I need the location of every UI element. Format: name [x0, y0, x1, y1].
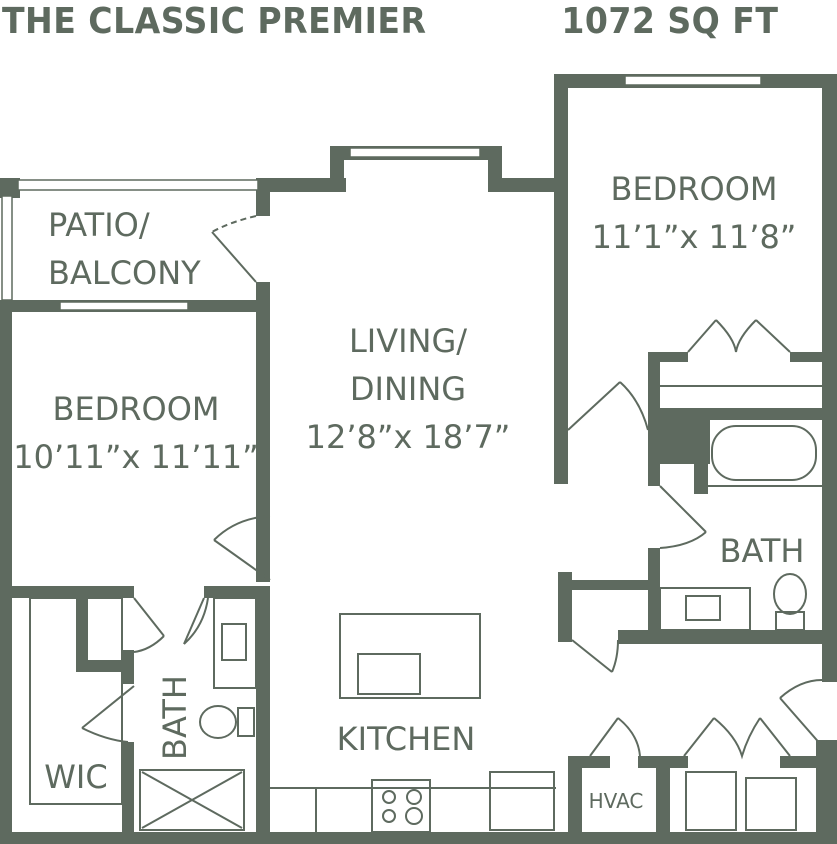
bath-right-label: BATH — [720, 532, 805, 570]
patio-label-line2: BALCONY — [48, 254, 201, 292]
fixtures — [29, 385, 822, 833]
square-footage: 1072 SQ FT — [561, 1, 779, 42]
plan-name: THE CLASSIC PREMIER — [2, 1, 427, 42]
hvac-label: HVAC — [589, 789, 644, 813]
windows — [1, 75, 762, 311]
bedroom-right-label: BEDROOM — [610, 170, 777, 208]
wic-label: WIC — [44, 758, 107, 796]
doors — [81, 215, 823, 760]
bath-left-label: BATH — [156, 675, 194, 760]
bedroom-left-label: BEDROOM — [52, 390, 219, 428]
bedroom-left-dimensions: 10’11”x 11’11” — [13, 438, 258, 476]
living-label-line2: DINING — [350, 370, 466, 408]
living-dimensions: 12’8”x 18’7” — [306, 418, 511, 456]
plan-title: THE CLASSIC PREMIER 1072 SQ FT — [2, 0, 778, 46]
bedroom-right-dimensions: 11’1”x 11’8” — [592, 218, 797, 256]
kitchen-label: KITCHEN — [337, 720, 476, 758]
living-label-line1: LIVING/ — [349, 322, 467, 360]
patio-label-line1: PATIO/ — [48, 206, 150, 244]
